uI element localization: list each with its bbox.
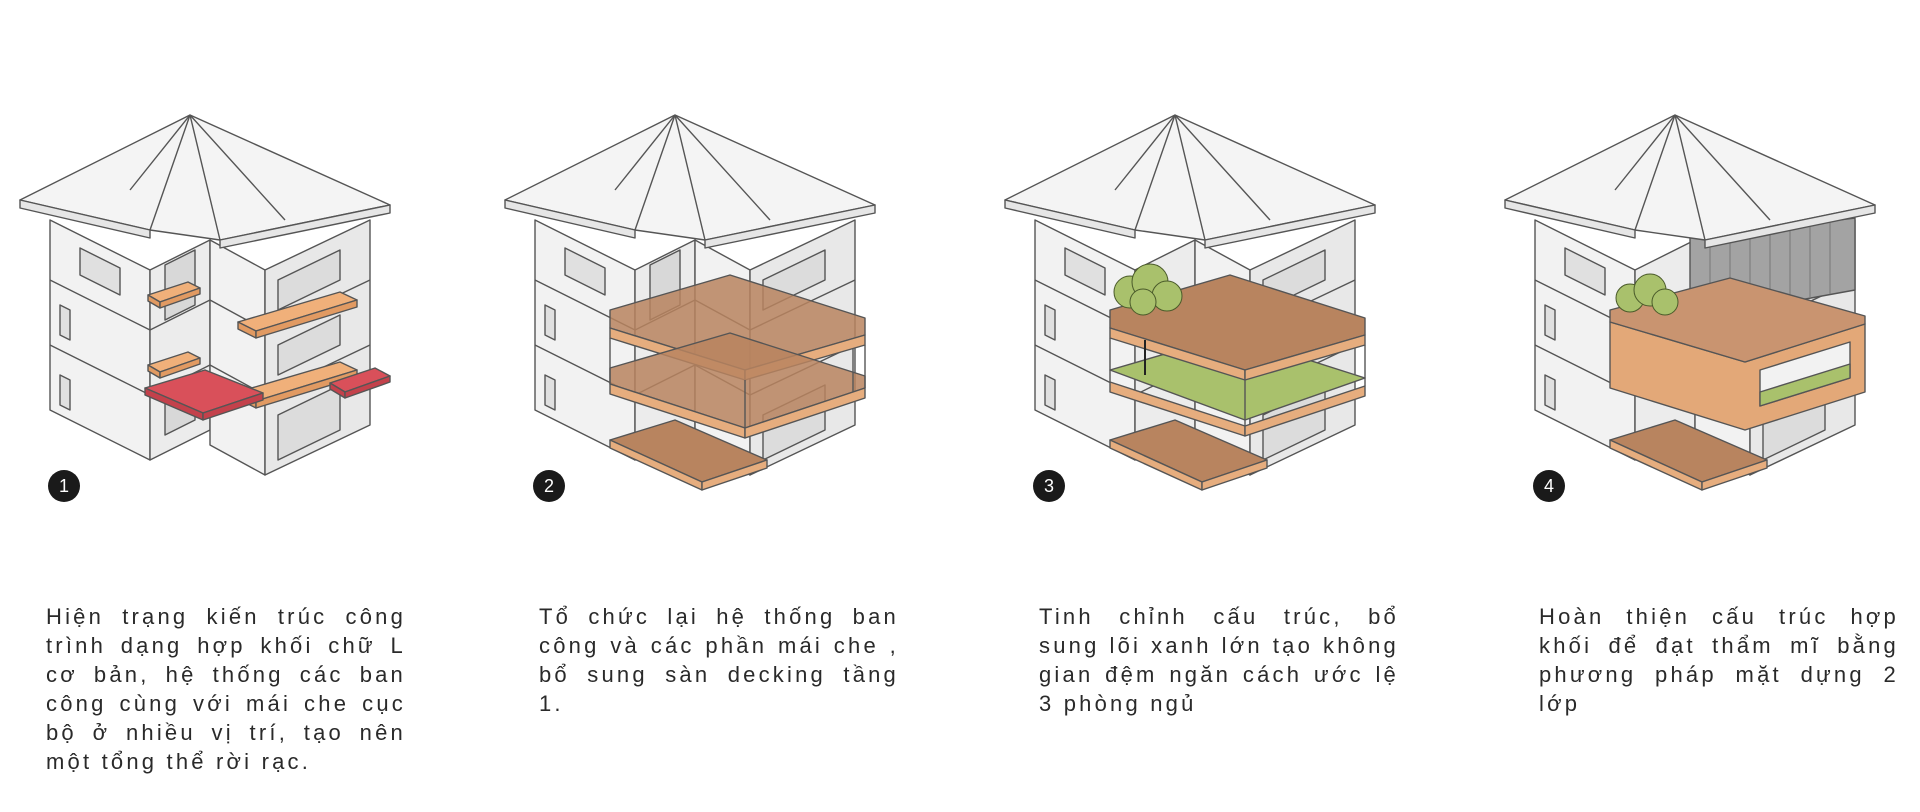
window <box>544 304 556 341</box>
step-3-panel: 3 Tinh chỉnh cấu trúc, bổ sung lõi xanh … <box>1004 0 1445 812</box>
window <box>544 374 556 411</box>
window <box>59 304 71 341</box>
tree-canopy <box>1615 273 1679 316</box>
step-2-panel: 2 Tổ chức lại hệ thống ban công và các p… <box>504 0 945 812</box>
step-number-badge: 2 <box>533 470 565 502</box>
step-2-house-diagram <box>504 114 876 491</box>
window <box>1544 374 1556 411</box>
step-1-house-diagram <box>19 114 391 476</box>
green-deck <box>1759 363 1851 407</box>
window <box>1044 374 1056 411</box>
step-number-badge: 4 <box>1533 470 1565 502</box>
window <box>277 384 341 461</box>
right-wing-wall <box>209 239 266 476</box>
window <box>1064 247 1106 296</box>
window <box>564 247 606 296</box>
step-caption: Tinh chỉnh cấu trúc, bổ sung lõi xanh lớ… <box>1039 604 1399 716</box>
tree-canopy <box>1113 263 1183 316</box>
window <box>59 374 71 411</box>
step-caption: Hiện trạng kiến trúc công trình dạng hợp… <box>46 604 406 774</box>
left-wing-wall <box>49 219 151 461</box>
step-number-badge: 1 <box>48 470 80 502</box>
step-number-badge: 3 <box>1033 470 1065 502</box>
step-4-house-diagram <box>1504 114 1876 491</box>
step-3-house-diagram <box>1004 114 1376 491</box>
window <box>1044 304 1056 341</box>
step-caption: Hoàn thiện cấu trúc hợp khối để đạt thẩm… <box>1539 604 1899 716</box>
window <box>277 314 341 376</box>
step-caption: Tổ chức lại hệ thống ban công và các phầ… <box>539 604 899 716</box>
step-1-panel: 1 Hiện trạng kiến trúc công trình dạng h… <box>19 0 460 812</box>
window <box>1544 304 1556 341</box>
step-4-panel: 4 Hoàn thiện cấu trúc hợp khối để đạt th… <box>1504 0 1920 812</box>
window <box>277 249 341 311</box>
window <box>79 247 121 296</box>
window <box>1564 247 1606 296</box>
